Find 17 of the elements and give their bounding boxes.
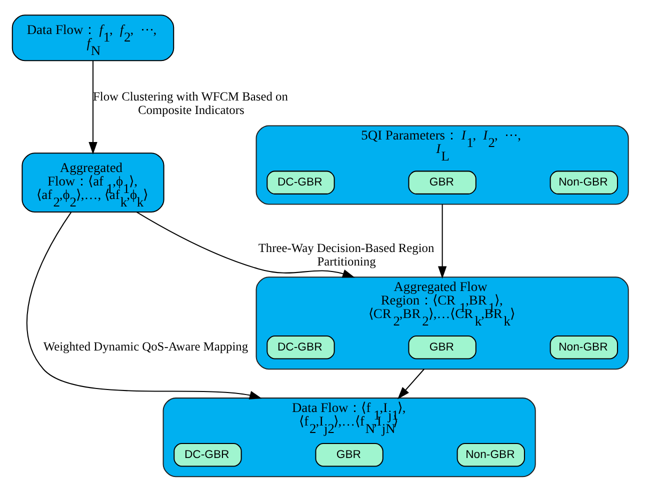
arrow: [26, 212, 262, 400]
arrow: [398, 368, 424, 400]
arrow: [88, 60, 98, 154]
node-box: GBR: [315, 443, 384, 467]
arrow: [136, 212, 355, 278]
node-box: DC-GBR: [174, 443, 242, 467]
node-box: Non-GBR: [550, 170, 618, 194]
edge-label: Three-Way Decision-Based Region Partitioning: [258, 240, 434, 268]
edge-label: Flow Clustering with WFCM Based on Composite Indicators: [92, 90, 288, 117]
edge-label: Weighted Dynamic QoS-Aware Mapping: [43, 340, 248, 354]
node-box: Non-GBR: [550, 336, 618, 360]
arrow: [438, 204, 447, 279]
node-box: Non-GBR: [456, 443, 525, 467]
node-box: GBR: [408, 336, 476, 360]
node-box: DC-GBR: [266, 336, 335, 360]
node-box: DC-GBR: [266, 170, 335, 194]
node-box: GBR: [408, 170, 476, 194]
